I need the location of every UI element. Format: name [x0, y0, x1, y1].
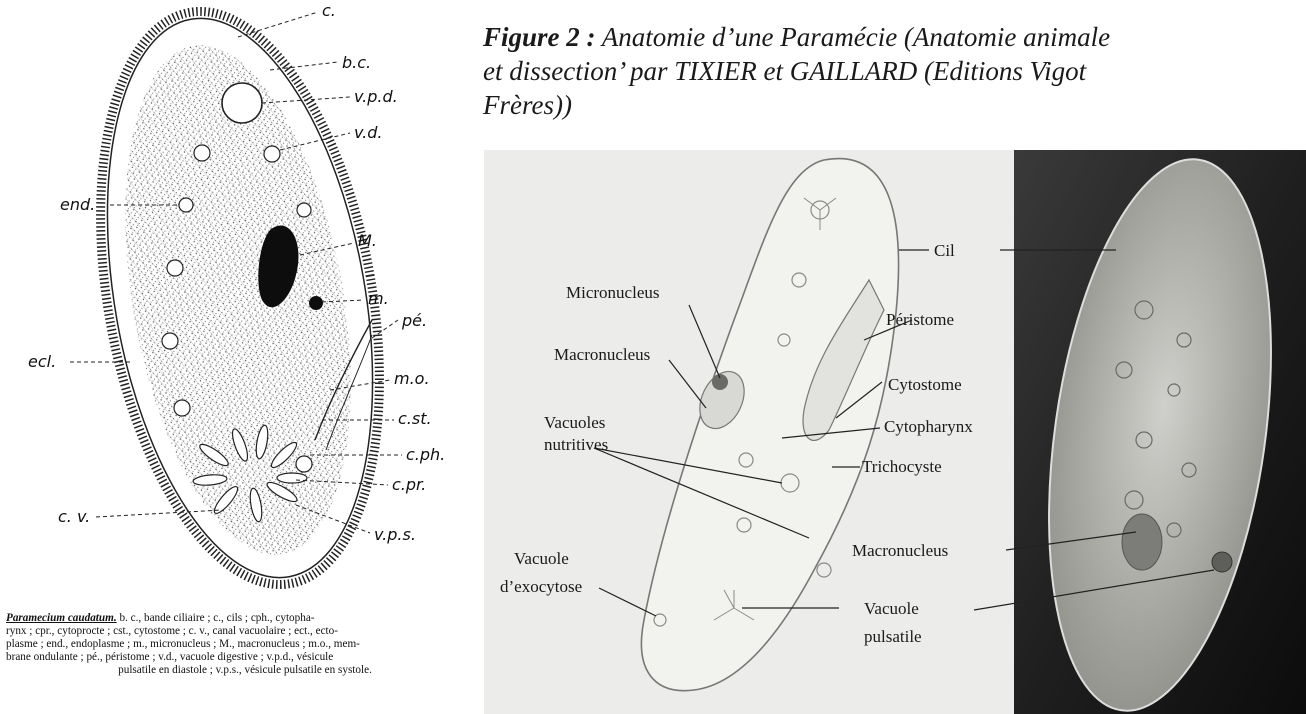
label-vacuole-exocytose-1: Vacuole [514, 549, 569, 568]
micronucleus-shape [309, 296, 323, 310]
caption-line-2: rynx ; cpr., cytoprocte ; cst., cytostom… [6, 625, 484, 638]
paramecium-drawing: c. b.c. v.p.d. v.d. end. M. m. pé. ecl. … [0, 0, 484, 610]
label-vacuoles-2: nutritives [544, 435, 608, 454]
textbook-diagram: Cil Micronucleus Péristome Macronucleus … [484, 150, 1306, 714]
label-micronucleus: Micronucleus [566, 283, 659, 302]
figure-label: Figure 2 : [483, 22, 596, 52]
drawing-caption: Paramecium caudatum. b. c., bande ciliai… [6, 612, 484, 677]
label-mo: m.o. [394, 369, 430, 388]
label-M: M. [358, 231, 377, 250]
label-macronucleus: Macronucleus [554, 345, 650, 364]
figure-title-line-3: Frères)) [483, 90, 572, 121]
label-end: end. [60, 195, 95, 214]
label-m: m. [368, 289, 389, 308]
label-bc: b.c. [342, 53, 371, 72]
pulsatile-vesicle-diastole [222, 83, 262, 123]
label-cv: c. v. [58, 507, 90, 526]
label-cytostome: Cytostome [888, 375, 962, 394]
label-vacuoles-1: Vacuoles [544, 413, 605, 432]
label-vacuole-exocytose-2: d’exocytose [500, 577, 582, 596]
figure-title-text-1: Anatomie d’une Paramécie (Anatomie anima… [602, 22, 1110, 52]
label-cytopharynx: Cytopharynx [884, 417, 973, 436]
label-ecl: ecl. [28, 352, 56, 371]
label-pe: pé. [401, 311, 427, 330]
label-peristome: Péristome [886, 310, 954, 329]
label-trichocyste: Trichocyste [862, 457, 942, 476]
caption-title: Paramecium caudatum. [6, 612, 117, 624]
figure-title-line-2: et dissection’ par TIXIER et GAILLARD (E… [483, 56, 1086, 87]
figure-title-line-1: Figure 2 : Anatomie d’une Paramécie (Ana… [483, 22, 1110, 53]
caption-line-1-text: b. c., bande ciliaire ; c., cils ; cph.,… [119, 612, 314, 624]
label-vacuole-pulsatile-1: Vacuole [864, 599, 919, 618]
caption-line-4: brane ondulante ; pé., péristome ; v.d.,… [6, 651, 484, 664]
label-cph: c.ph. [406, 445, 445, 464]
label-vacuole-pulsatile-2: pulsatile [864, 627, 922, 646]
label-macronucleus-photo: Macronucleus [852, 541, 948, 560]
label-cpr: c.pr. [392, 475, 426, 494]
label-vd: v.d. [354, 123, 383, 142]
label-vps: v.p.s. [374, 525, 416, 544]
caption-line-1: Paramecium caudatum. b. c., bande ciliai… [6, 612, 484, 625]
label-cil: Cil [934, 241, 955, 260]
label-cst: c.st. [398, 409, 432, 428]
caption-line-5: pulsatile en diastole ; v.p.s., vésicule… [6, 664, 484, 677]
caption-line-3: plasme ; end., endoplasme ; m., micronuc… [6, 638, 484, 651]
label-vpd: v.p.d. [354, 87, 398, 106]
label-c: c. [322, 1, 336, 20]
